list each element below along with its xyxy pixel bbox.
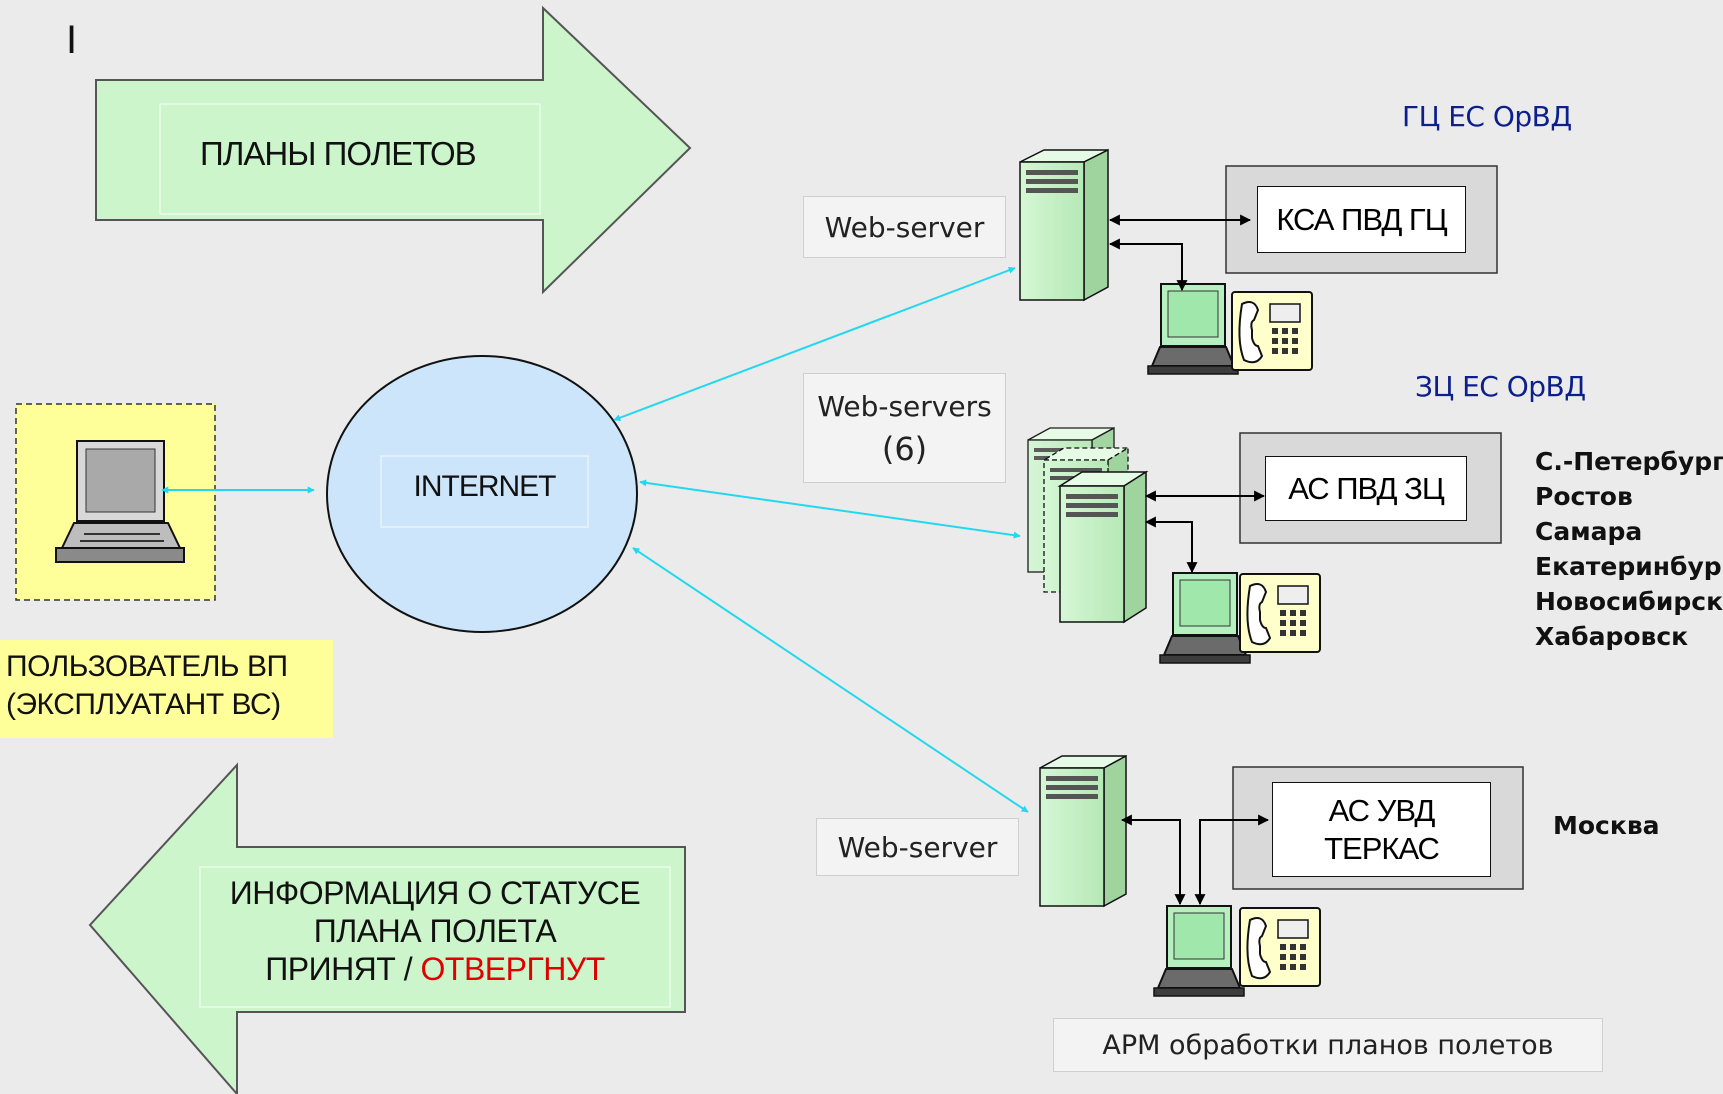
flight-plans-arrow-inner (159, 103, 541, 215)
user-caption-line1: ПОЛЬЗОВАТЕЛЬ ВП (6, 650, 288, 683)
zc-city-list: С.-Петербург Ростов Самара Екатеринбург … (1535, 444, 1723, 654)
server-tower-icon (1019, 148, 1109, 302)
link-moscow-system-workstation (1194, 814, 1270, 906)
workstation-laptop-icon (1159, 572, 1251, 664)
user-caption-line2: (ЭКСПЛУАТАНТ ВС) (6, 688, 281, 721)
telephone-icon (1239, 907, 1321, 987)
rejected-text: ОТВЕРГНУТ (420, 951, 606, 987)
user-caption: ПОЛЬЗОВАТЕЛЬ ВП (ЭКСПЛУАТАНТ ВС) (0, 640, 333, 738)
moscow-system-box: АС УВД ТЕРКАС (1272, 782, 1491, 877)
telephone-icon (1239, 573, 1321, 653)
internet-label: INTERNET (413, 470, 557, 503)
web-server-label-bottom: Web-server (816, 818, 1019, 876)
web-servers-label-line1: Web-servers (817, 390, 992, 423)
plan-status-line2: ПЛАНА ПОЛЕТА (313, 913, 557, 949)
gc-system-box: КСА ПВД ГЦ (1257, 186, 1466, 253)
plan-status-label: ИНФОРМАЦИЯ О СТАТУСЕ ПЛАНА ПОЛЕТА ПРИНЯТ… (205, 874, 665, 988)
city-label: Екатеринбург (1535, 552, 1723, 581)
plan-status-line1: ИНФОРМАЦИЯ О СТАТУСЕ (229, 875, 641, 911)
arm-caption: АРМ обработки планов полетов (1053, 1018, 1603, 1072)
link-zc-server-workstation (1144, 516, 1198, 574)
status-arrow (88, 762, 686, 1094)
gc-title: ГЦ ЕС ОрВД (1402, 100, 1572, 133)
internet-label-frame (380, 455, 589, 528)
text-cursor-mark: I (66, 18, 78, 62)
link-internet-moscow (632, 547, 1029, 813)
flight-plans-arrow (95, 5, 692, 295)
web-servers-label-line2: (6) (881, 430, 928, 468)
web-servers-label-middle: Web-servers (6) (803, 373, 1006, 483)
laptop-icon (55, 440, 185, 563)
city-label: Самара (1535, 517, 1643, 546)
flight-plans-label: ПЛАНЫ ПОЛЕТОВ (200, 135, 477, 172)
city-label: Ростов (1535, 482, 1633, 511)
workstation-laptop-icon (1147, 283, 1239, 375)
web-server-label-top: Web-server (803, 196, 1006, 258)
status-arrow-inner (199, 866, 671, 1008)
server-stack-icon (1027, 426, 1149, 624)
internet-ellipse (326, 355, 638, 633)
moscow-system-line2: ТЕРКАС (1324, 830, 1440, 866)
zc-system-box: АС ПВД ЗЦ (1265, 456, 1467, 521)
server-tower-icon (1039, 754, 1127, 908)
link-gc-server-workstation (1108, 238, 1188, 292)
link-internet-zc (639, 479, 1021, 539)
accepted-text: ПРИНЯТ / (265, 951, 421, 987)
moscow-city-label: Москва (1553, 811, 1660, 840)
zc-title: ЗЦ ЕС ОрВД (1415, 370, 1586, 403)
moscow-system-line1: АС УВД (1328, 792, 1436, 828)
workstation-laptop-icon (1153, 905, 1245, 997)
telephone-icon (1231, 291, 1313, 371)
city-label: Хабаровск (1535, 622, 1689, 651)
plan-status-line3: ПРИНЯТ / ОТВЕРГНУТ (205, 950, 665, 988)
city-label: Новосибирск (1535, 587, 1723, 616)
link-internet-gc (613, 266, 1016, 422)
city-label: С.-Петербург (1535, 447, 1723, 476)
link-moscow-server-workstation (1120, 814, 1186, 906)
